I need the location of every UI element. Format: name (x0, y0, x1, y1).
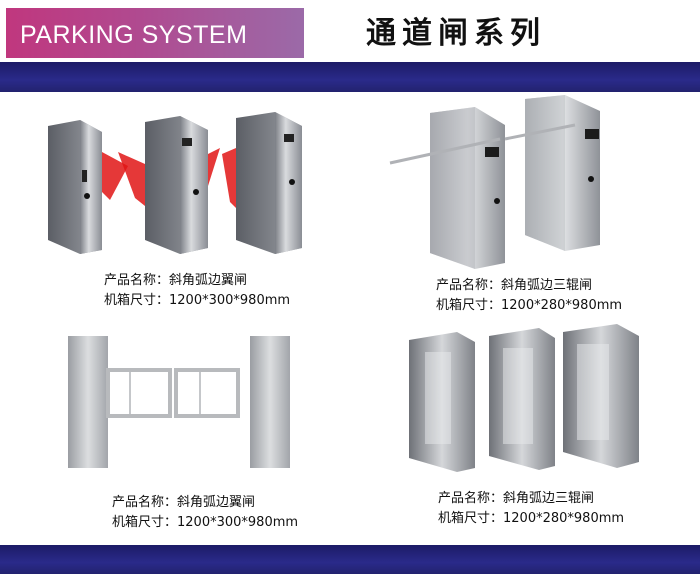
product-name-line: 产品名称：斜角弧边三辊闸 (436, 278, 593, 293)
product-size-line: 机箱尺寸：1200*280*980mm (436, 298, 623, 313)
swing-barrier-image (68, 336, 290, 468)
product-size-line: 机箱尺寸：1200*300*980mm (112, 515, 299, 530)
product-caption-1: 产品名称：斜角弧边翼闸 机箱尺寸：1200*300*980mm (104, 271, 290, 311)
product-caption-4: 产品名称：斜角弧边三辊闸 机箱尺寸：1200*280*980mm (438, 489, 624, 529)
product-swing-barrier (60, 330, 300, 470)
product-name-line: 产品名称：斜角弧边三辊闸 (438, 491, 595, 506)
top-divider-bar (0, 62, 700, 92)
product-caption-3: 产品名称：斜角弧边翼闸 机箱尺寸：1200*300*980mm (112, 493, 298, 533)
product-tripod-turnstile-1 (385, 95, 650, 270)
product-tripod-turnstile-2 (405, 322, 655, 472)
bottom-divider-bar (0, 545, 700, 574)
flap-barrier-image (48, 112, 302, 254)
turnstile-cabinets-image (409, 324, 639, 472)
header: PARKING SYSTEM 通道闸系列 (0, 0, 700, 62)
product-size-line: 机箱尺寸：1200*300*980mm (104, 293, 291, 308)
product-flap-barrier-1 (40, 108, 330, 258)
product-size-line: 机箱尺寸：1200*280*980mm (438, 511, 625, 526)
badge-text: PARKING SYSTEM (20, 21, 248, 49)
tripod-turnstile-image (389, 95, 600, 269)
series-title: 通道闸系列 (366, 16, 546, 51)
product-caption-2: 产品名称：斜角弧边三辊闸 机箱尺寸：1200*280*980mm (436, 276, 622, 316)
product-name-line: 产品名称：斜角弧边翼闸 (104, 273, 248, 288)
product-name-line: 产品名称：斜角弧边翼闸 (112, 495, 256, 510)
parking-system-badge: PARKING SYSTEM (6, 8, 304, 58)
